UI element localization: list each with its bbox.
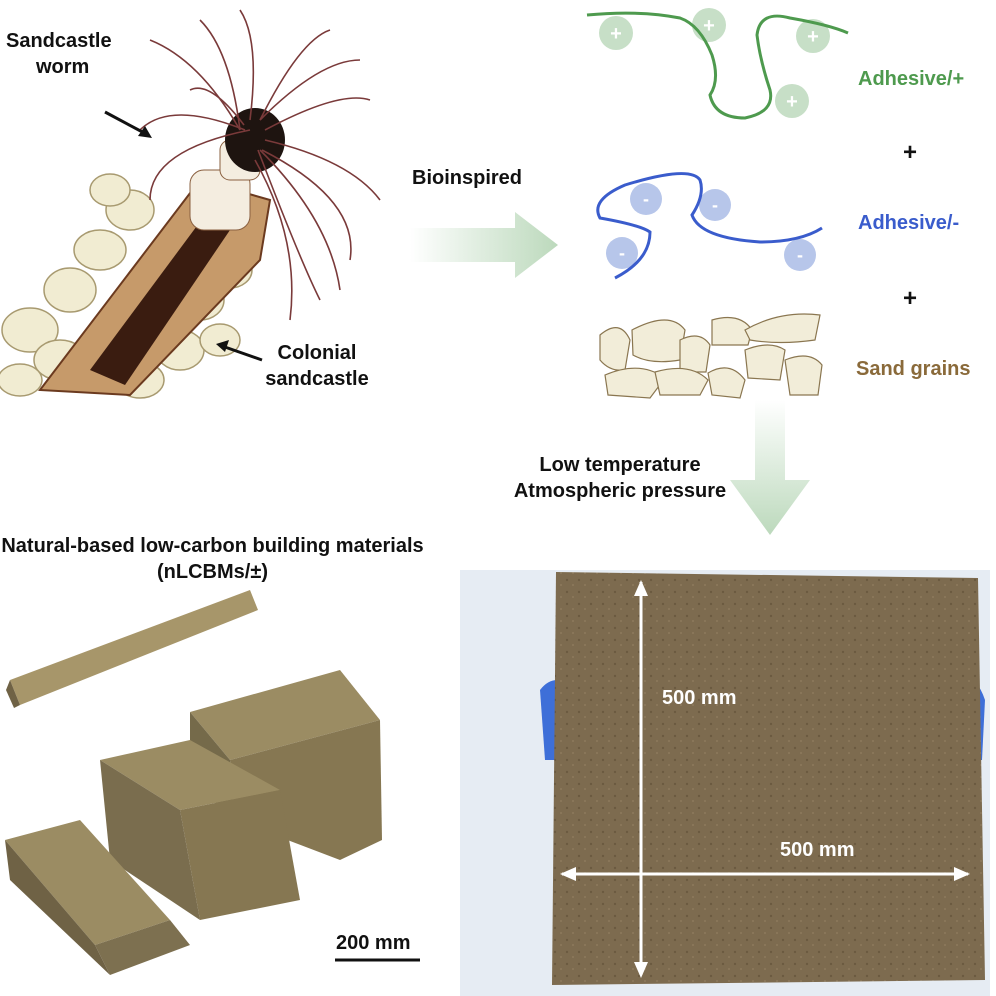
adhesive-positive-label: Adhesive/+ — [858, 68, 965, 90]
worm-pointer-arrow — [104, 110, 149, 137]
worm-label-line1: Sandcastle — [6, 30, 112, 52]
svg-text:-: - — [797, 245, 803, 265]
colonial-pointer-arrow — [221, 344, 263, 362]
materials-title: Natural-based low-carbon building materi… — [0, 533, 425, 585]
svg-text:+: + — [703, 15, 715, 37]
svg-text:-: - — [619, 243, 625, 263]
svg-text:+: + — [610, 23, 622, 45]
adhesive-negative-label: Adhesive/- — [858, 212, 960, 234]
condition-pressure: Atmospheric pressure — [513, 480, 727, 502]
sandcastle-worm-illustration — [0, 9, 381, 399]
materials-title-line2: (nLCBMs/±) — [157, 561, 268, 583]
sand-grains-label: Sand grains — [856, 358, 971, 380]
materials-title-line1: Natural-based low-carbon building materi… — [1, 535, 424, 557]
bioinspired-label: Bioinspired — [412, 167, 523, 189]
svg-text:+: + — [807, 26, 819, 48]
svg-text:-: - — [643, 189, 649, 209]
horizontal-dimension-label: 500 mm — [780, 839, 855, 861]
svg-text:+: + — [786, 91, 798, 113]
colonial-line2: sandcastle — [265, 368, 369, 390]
condition-temperature: Low temperature — [539, 454, 701, 476]
colonial-sandcastle-label: Colonial sandcastle — [262, 340, 372, 392]
plus-sign-2: + — [903, 285, 918, 312]
brick-samples-photo — [5, 590, 382, 975]
adhesive-positive-graphic: + + + + — [586, 8, 849, 120]
svg-text:-: - — [712, 195, 718, 215]
colonial-line1: Colonial — [277, 342, 357, 364]
plus-sign-1: + — [903, 139, 918, 166]
process-arrow — [730, 400, 810, 535]
scale-bar-label: 200 mm — [336, 932, 411, 954]
adhesive-negative-graphic: - - - - — [596, 172, 823, 280]
large-panel-photo — [460, 570, 990, 996]
bioinspired-arrow — [410, 212, 558, 278]
sandcastle-worm-label: Sandcastle worm — [6, 28, 112, 80]
worm-label-line2: worm — [36, 56, 90, 78]
vertical-dimension-label: 500 mm — [662, 687, 737, 709]
sand-grains-graphic — [599, 313, 823, 399]
